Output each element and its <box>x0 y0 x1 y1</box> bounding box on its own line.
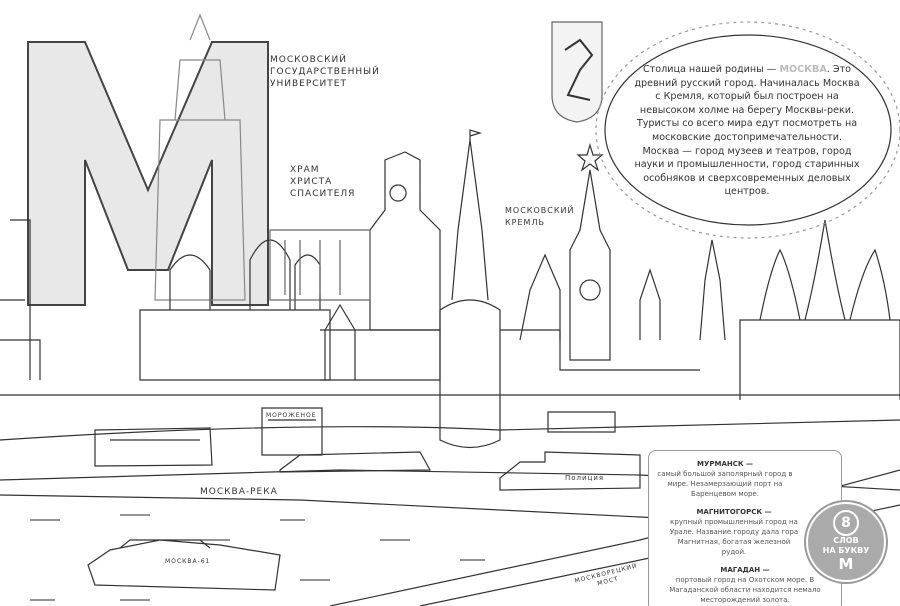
fact-text: портовый город на Охотском море. В Магад… <box>669 576 821 604</box>
label-line: Храм <box>290 165 320 175</box>
trolleybus <box>94 427 213 467</box>
river-bank <box>0 494 701 521</box>
kremlin-wall <box>320 329 700 381</box>
intro-before: Столица нашей родины — <box>642 64 777 76</box>
kremlin-tower-round <box>439 139 501 449</box>
buildings-mid <box>269 229 371 301</box>
label-line: государственный <box>270 67 380 77</box>
spasskaya-tower <box>569 169 611 361</box>
fact-title: МУРМАНСК — <box>696 460 754 468</box>
stalinist-tower <box>369 151 441 331</box>
fact-item: МАГАДАН — портовый город на Охотском мор… <box>649 565 841 605</box>
label-line: Московский <box>270 55 347 65</box>
fact-title: МАГНИТОГОРСК — <box>696 508 772 516</box>
badge-letter: М <box>838 555 854 573</box>
msu-building <box>154 13 246 301</box>
badge-line: СЛОВ <box>833 536 859 545</box>
police-van <box>499 451 641 491</box>
fact-item: МАГНИТОГОРСК — крупный промышленный горо… <box>649 507 841 557</box>
label-line: Спасителя <box>290 189 356 199</box>
label-cathedral: Храм Христа Спасителя <box>290 164 355 200</box>
wall-small-tower <box>324 303 356 380</box>
river-waves <box>30 514 485 601</box>
bus-right <box>547 411 616 433</box>
fact-text: самый большой заполярный город в мире. Н… <box>657 470 793 498</box>
text-oval-frame <box>595 21 900 239</box>
fact-title: МАГАДАН — <box>720 566 770 574</box>
fact-text: крупный промышленный город на Урале. Наз… <box>669 518 799 556</box>
st-basils-cathedral <box>739 219 900 400</box>
intro-highlight: МОСКВА <box>779 64 827 76</box>
label-line: Кремль <box>505 218 545 227</box>
label-line: Христа <box>290 177 333 187</box>
left-buildings <box>0 219 41 380</box>
fact-item: МУРМАНСК — самый большой заполярный горо… <box>649 459 841 499</box>
label-line: университет <box>270 79 347 89</box>
label-kiosk: Мороженое <box>266 412 317 419</box>
kremlin-star-icon <box>576 142 604 172</box>
label-police: Полиция <box>565 474 605 482</box>
limousine <box>279 451 432 473</box>
label-boat: Москва-61 <box>165 558 211 565</box>
river-boat <box>87 539 281 591</box>
label-line: Московский <box>505 206 575 215</box>
moscow-coat-of-arms <box>551 21 603 123</box>
words-badge: 8 СЛОВ НА БУКВУ М <box>806 502 886 582</box>
intro-text: Столица нашей родины — МОСКВА. Это древн… <box>603 42 891 220</box>
label-kremlin: Московский Кремль <box>505 205 574 229</box>
intro-after: . Это древний русский город. Начиналась … <box>634 64 860 198</box>
badge-number: 8 <box>833 510 859 536</box>
label-msu: Московский государственный университет <box>270 54 380 90</box>
badge-line: НА БУКВУ <box>822 546 870 555</box>
label-river: Москва-река <box>200 487 278 497</box>
big-letter-m <box>27 41 269 306</box>
